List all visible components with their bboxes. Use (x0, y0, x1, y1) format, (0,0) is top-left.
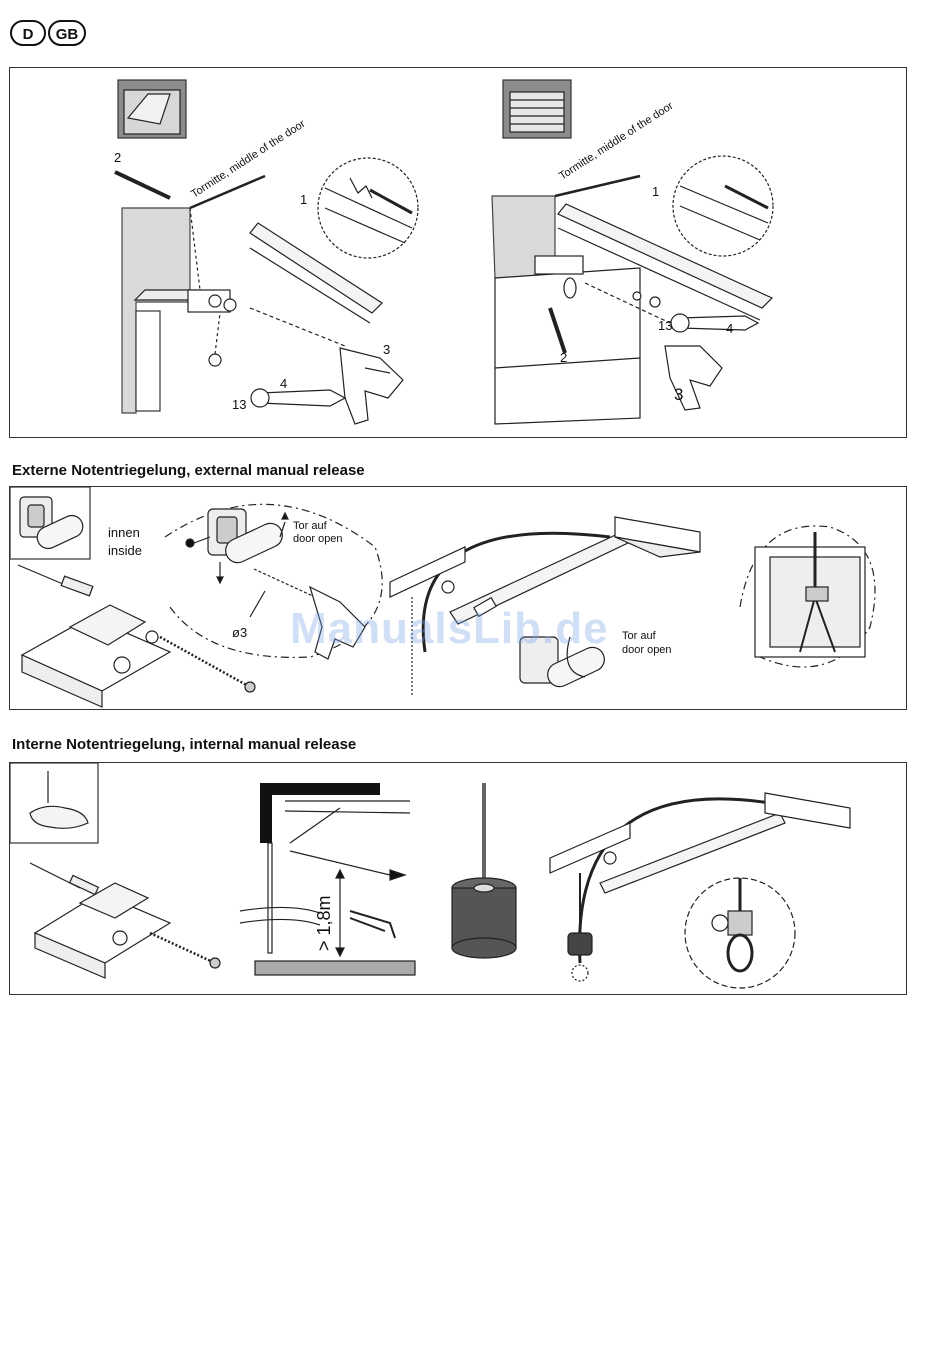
svg-text:13: 13 (232, 397, 246, 412)
svg-text:1: 1 (300, 192, 307, 207)
svg-text:2: 2 (560, 350, 567, 365)
svg-text:3: 3 (383, 342, 390, 357)
svg-text:4: 4 (726, 321, 733, 336)
svg-text:13: 13 (658, 318, 672, 333)
trolley-internal (30, 863, 220, 978)
external-release-title: Externe Notentriegelung, external manual… (12, 462, 365, 479)
inside-label-en: inside (108, 543, 142, 558)
external-release-illustration: innen inside Tor auf door open ø3 Tor au… (10, 487, 908, 711)
up-and-over-door-thumbnail (118, 80, 186, 138)
external-release-panel: innen inside Tor auf door open ø3 Tor au… (9, 486, 907, 710)
height-label: > 1,8m (314, 895, 334, 951)
tor-auf-label-2: Tor auf (622, 630, 657, 642)
inside-label-de: innen (108, 525, 140, 540)
svg-text:1: 1 (652, 184, 659, 199)
internal-bracket (550, 793, 850, 988)
sectional-door-thumbnail (503, 80, 571, 138)
release-weight (452, 783, 516, 958)
language-badge-d: D (10, 20, 46, 46)
drill-left (340, 348, 403, 424)
svg-text:4: 4 (280, 376, 287, 391)
tor-auf-label: Tor auf (293, 520, 328, 532)
internal-release-title: Interne Notentriegelung, internal manual… (12, 736, 356, 753)
watermark: ManualsLib.de (290, 604, 609, 654)
hand-pull-thumbnail (10, 763, 98, 843)
language-badge-gb: GB (48, 20, 86, 46)
internal-labels: > 1,8m (314, 895, 334, 951)
installation-illustration: Tormitte, middle of the door 1 2 3 4 13 (10, 68, 908, 439)
handle-thumbnail (10, 487, 90, 559)
internal-release-illustration: > 1,8m (10, 763, 908, 996)
internal-release-panel: > 1,8m (9, 762, 907, 995)
drill-size-label: ø3 (232, 625, 247, 640)
door-open-label-2: door open (622, 644, 672, 656)
detail-circle-right (673, 156, 773, 256)
left-installation (115, 80, 418, 424)
trolley-left (22, 605, 170, 707)
svg-text:2: 2 (114, 150, 121, 165)
center-label-right: Tormitte, middle of the door (557, 100, 676, 183)
wrench-left (251, 389, 345, 407)
svg-text:3: 3 (674, 385, 683, 404)
wrench-right (671, 314, 758, 332)
installation-panel: Tormitte, middle of the door 1 2 3 4 13 (9, 67, 907, 438)
door-open-label: door open (293, 533, 343, 545)
center-label-left: Tormitte, middle of the door (189, 118, 308, 201)
